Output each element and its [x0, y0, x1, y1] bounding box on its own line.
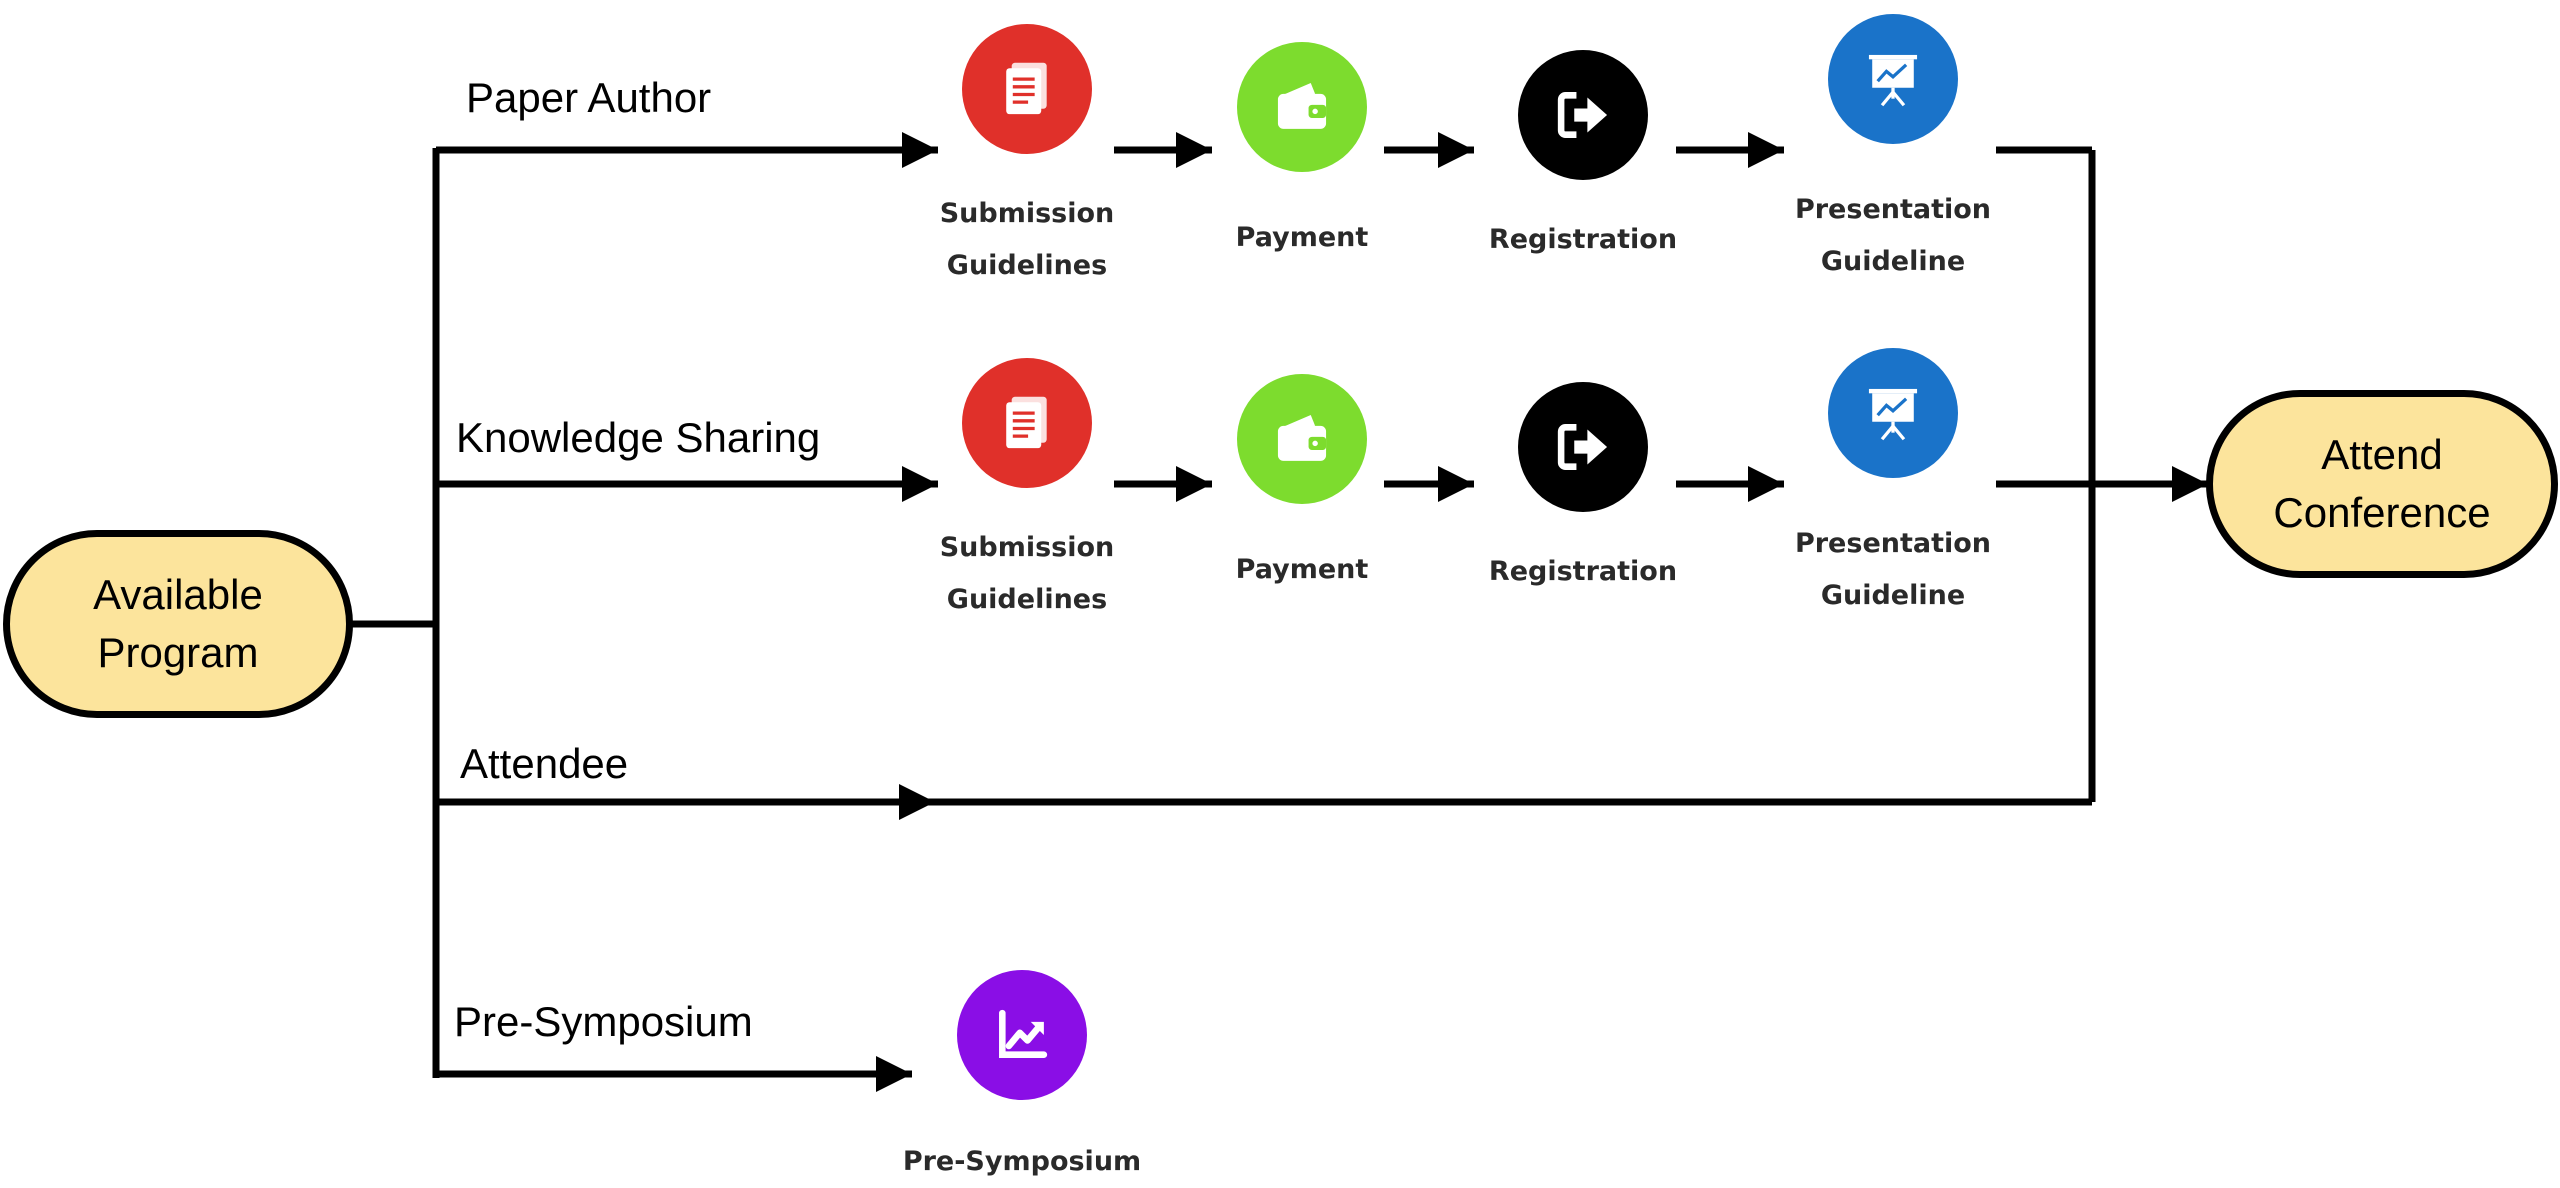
- node-label-line: Available: [93, 571, 263, 618]
- step-label-line: Pre-Symposium: [902, 1146, 1142, 1177]
- step-label-line: Guideline: [1820, 246, 1966, 277]
- step-label-line: Submission: [939, 198, 1115, 229]
- step-label-line: Guidelines: [946, 584, 1108, 615]
- presentation-board-icon: [1828, 14, 1958, 144]
- step-label-line: Payment: [1235, 554, 1369, 585]
- branch-label-attendee: Attendee: [460, 740, 629, 787]
- step-label-presentation-guideline: Presentation Guideline: [1763, 184, 2023, 288]
- step-label-presentation-guideline: Presentation Guideline: [1763, 518, 2023, 622]
- step-label-line: Payment: [1235, 222, 1369, 253]
- step-label-payment: Payment: [1172, 544, 1432, 596]
- step-label-submission-guidelines: Submission Guidelines: [897, 188, 1157, 292]
- step-label-pre-symposium: Pre-Symposium: [892, 1136, 1152, 1188]
- wallet-icon: [1237, 42, 1367, 172]
- step-label-line: Registration: [1488, 556, 1678, 587]
- step-label-registration: Registration: [1453, 214, 1713, 266]
- sign-in-arrow-icon: [1518, 382, 1648, 512]
- step-label-line: Registration: [1488, 224, 1678, 255]
- step-label-line: Submission: [939, 532, 1115, 563]
- sign-in-arrow-icon: [1518, 50, 1648, 180]
- branch-label-paper-author: Paper Author: [466, 74, 712, 121]
- attend-conference-node: Attend Conference: [2206, 390, 2558, 578]
- available-program-node: Available Program: [3, 530, 353, 718]
- step-label-payment: Payment: [1172, 212, 1432, 264]
- node-label-line: Attend: [2321, 431, 2443, 478]
- document-icon: [962, 358, 1092, 488]
- wallet-icon: [1237, 374, 1367, 504]
- node-label-line: Conference: [2273, 489, 2491, 536]
- document-icon: [962, 24, 1092, 154]
- presentation-board-icon: [1828, 348, 1958, 478]
- step-label-line: Guidelines: [946, 250, 1108, 281]
- node-label-line: Program: [97, 629, 259, 676]
- branch-label-knowledge-sharing: Knowledge Sharing: [456, 414, 821, 461]
- step-label-registration: Registration: [1453, 546, 1713, 598]
- step-label-submission-guidelines: Submission Guidelines: [897, 522, 1157, 626]
- step-label-line: Presentation: [1794, 528, 1992, 559]
- step-label-line: Presentation: [1794, 194, 1992, 225]
- branch-label-pre-symposium: Pre-Symposium: [454, 998, 753, 1045]
- step-label-line: Guideline: [1820, 580, 1966, 611]
- trend-chart-icon: [957, 970, 1087, 1100]
